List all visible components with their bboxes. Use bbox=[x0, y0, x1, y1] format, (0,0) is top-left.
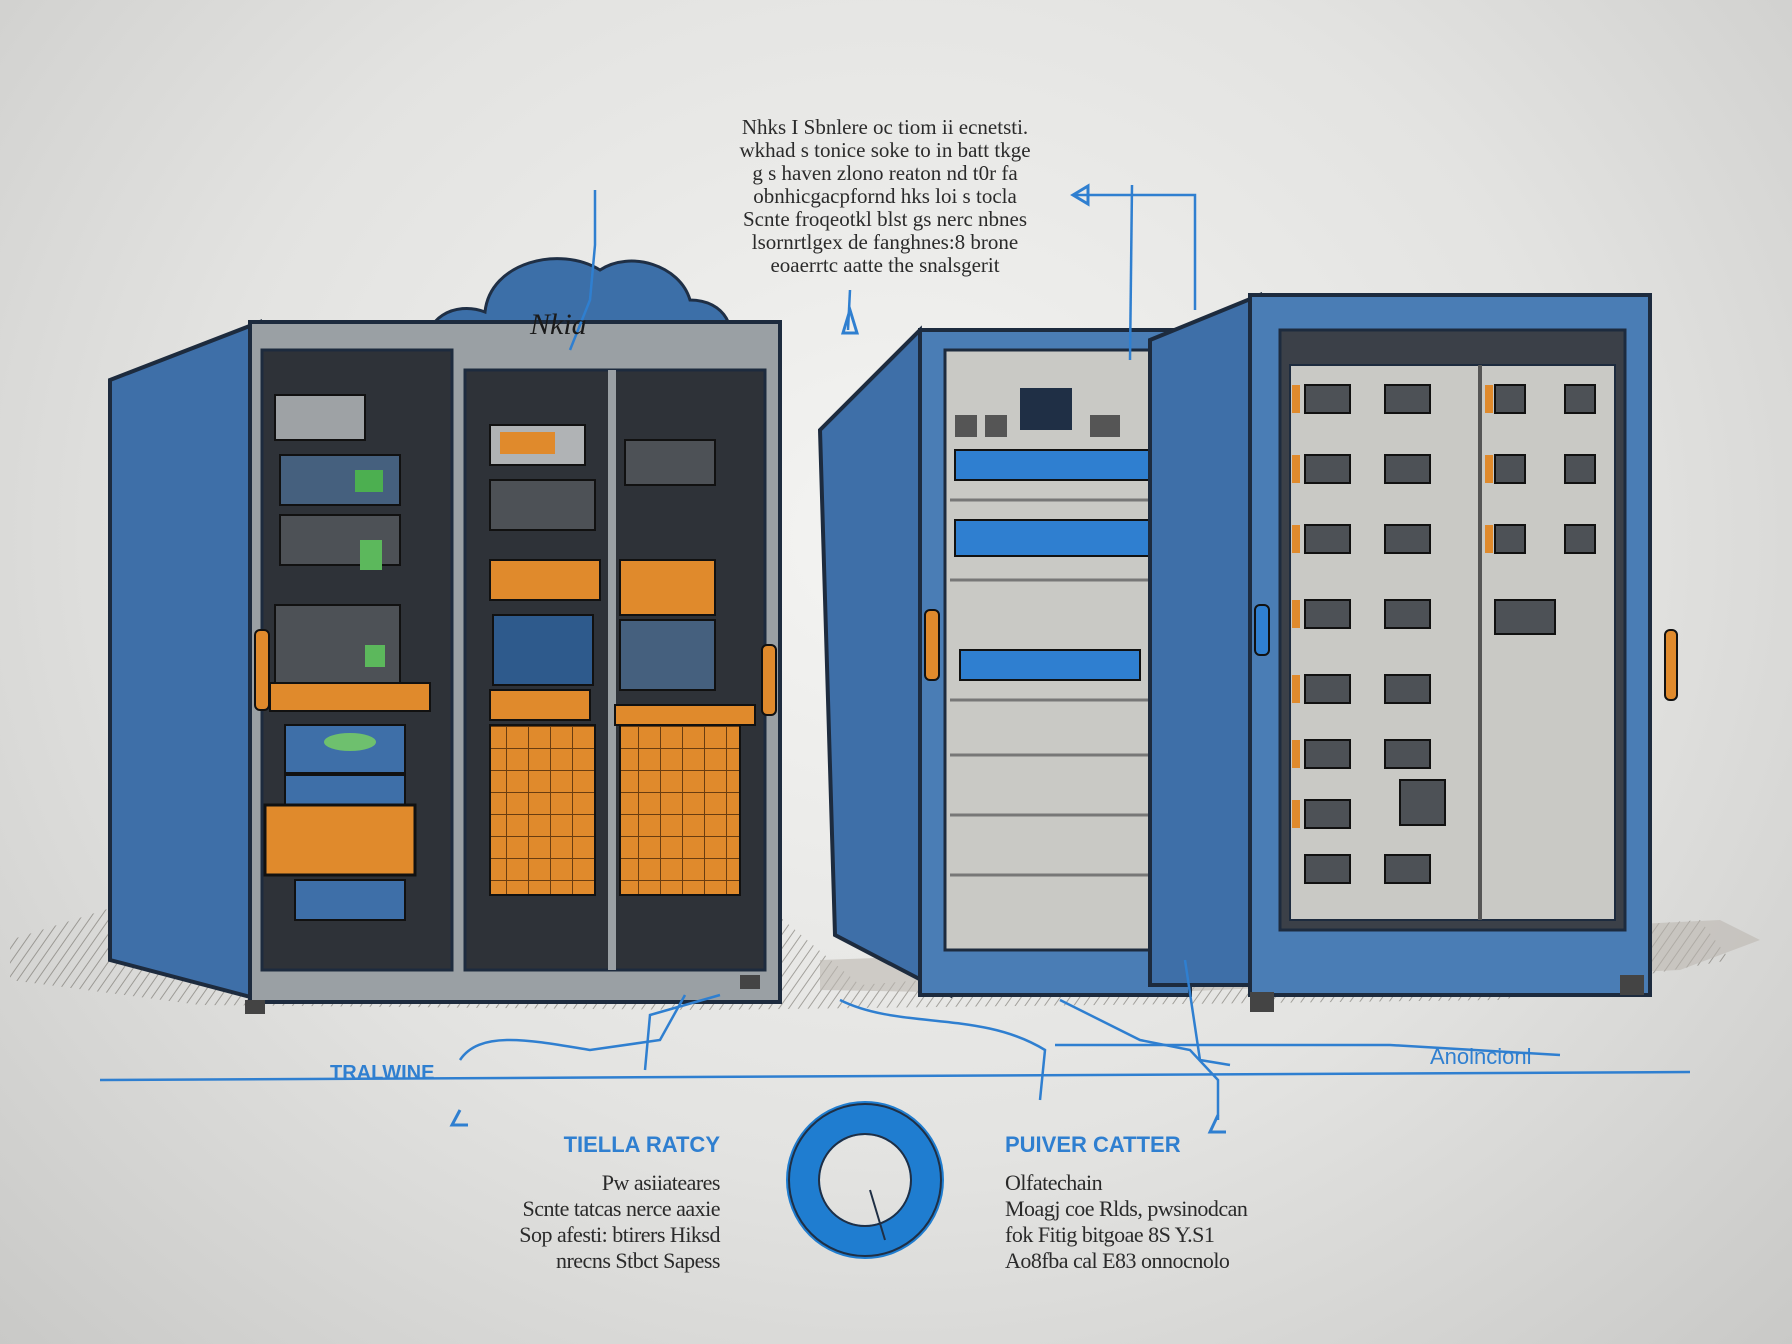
bottom-right-title: PUIVER CATTER bbox=[1005, 1132, 1181, 1157]
bottom-left-line: Scnte tatcas nerce aaxie bbox=[522, 1196, 721, 1221]
top-paragraph-line: Scnte froqeotkl blst gs nerc nbnes bbox=[742, 207, 1028, 231]
cloud-label: Nkia bbox=[530, 308, 587, 341]
arrow-icon bbox=[449, 183, 1226, 1134]
bottom-left-line: nrecns Stbct Sapess bbox=[555, 1248, 721, 1273]
middle-server-rack bbox=[817, 325, 1192, 999]
bottom-left-block: TIELLA RATCY Pw asiiateares Scnte tatcas… bbox=[470, 1132, 720, 1274]
top-paragraph-line: eoaerrtc aatte the snalsgerit bbox=[770, 253, 1000, 277]
bottom-left-line: Pw asiiateares bbox=[601, 1170, 721, 1195]
bottom-right-block: PUIVER CATTER Olfatechain Moagj coe Rlds… bbox=[1005, 1132, 1265, 1274]
bottom-right-line: fok Fitig bitgoae 8S Y.S1 bbox=[1005, 1222, 1215, 1247]
top-paragraph-line: Nhks I Sbnlere oc tiom ii ecnetsti. bbox=[741, 115, 1029, 139]
left-server-rack bbox=[108, 319, 782, 1014]
bottom-right-line: Ao8fba cal E83 onnocnolo bbox=[1005, 1248, 1230, 1273]
top-paragraph-line: lsornrtlgex de fanghnes:8 brone bbox=[751, 230, 1019, 254]
drive-bays bbox=[1304, 384, 1596, 884]
bottom-left-title: TIELLA RATCY bbox=[563, 1132, 720, 1157]
top-paragraph: Nhks I Sbnlere oc tiom ii ecnetsti. wkha… bbox=[720, 116, 1050, 277]
top-paragraph-line: wkhad s tonice soke to in batt tkge bbox=[739, 138, 1031, 162]
annotation-lines bbox=[99, 184, 1691, 1120]
left-line-label: TRALWINE bbox=[330, 1062, 435, 1084]
right-server-rack bbox=[1148, 292, 1678, 1012]
bottom-left-line: Sop afesti: btirers Hiksd bbox=[519, 1222, 720, 1247]
donut-chart-icon bbox=[786, 1101, 944, 1259]
bottom-right-line: Moagj coe Rlds, pwsinodcan bbox=[1005, 1196, 1248, 1221]
top-paragraph-line: g s haven zlono reaton nd t0r fa bbox=[752, 161, 1018, 185]
right-line-label: Anolncionl bbox=[1430, 1044, 1532, 1069]
top-paragraph-line: obnhicgacpfornd hks loi s tocla bbox=[753, 184, 1017, 208]
bottom-right-line: Olfatechain bbox=[1005, 1170, 1103, 1195]
